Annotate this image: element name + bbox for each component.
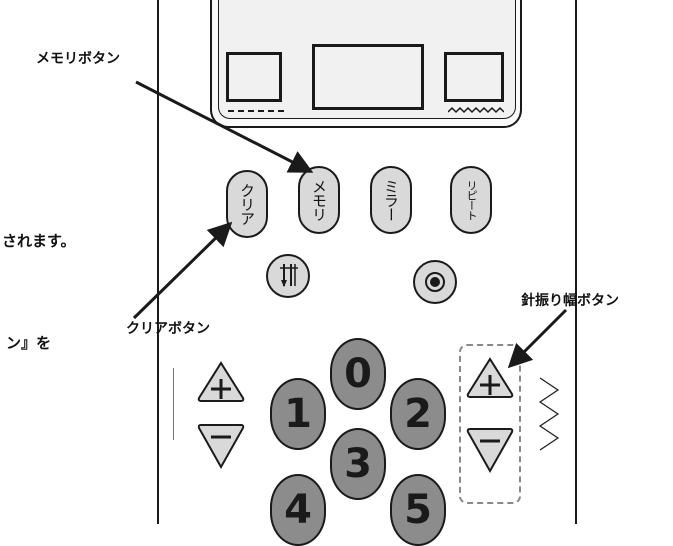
clear-button[interactable]: クリア — [226, 170, 268, 238]
length-minus-button[interactable] — [196, 422, 246, 470]
needle-icon — [280, 264, 298, 287]
side-text-line1: されます。 — [2, 232, 76, 250]
width-minus-button[interactable] — [465, 426, 515, 474]
repeat-button[interactable]: リピート — [450, 166, 492, 234]
needle-button[interactable] — [266, 254, 310, 298]
memory-button-label: メモリ — [310, 179, 328, 221]
length-plus-button[interactable] — [196, 360, 246, 404]
side-text-line2: ン』を — [6, 334, 52, 352]
lcd-center-box — [312, 44, 424, 110]
repeat-button-label: リピート — [465, 180, 478, 220]
panel-left-edge — [157, 0, 159, 524]
zigzag-icon — [448, 106, 504, 114]
record-icon — [425, 272, 445, 292]
number-key-0[interactable]: 0 — [330, 338, 386, 410]
width-arrow — [507, 308, 568, 369]
width-buttons-highlight — [459, 344, 521, 504]
clear-arrow — [132, 221, 233, 320]
memory-button-callout: メモリボタン — [36, 51, 120, 67]
mirror-button[interactable]: ミラー — [370, 166, 412, 234]
lcd-screen — [210, 0, 522, 128]
mirror-button-label: ミラー — [382, 179, 400, 221]
lcd-right-box — [444, 52, 504, 102]
number-key-2[interactable]: 2 — [390, 378, 446, 450]
width-button-callout: 針振り幅ボタン — [521, 293, 619, 309]
memory-button[interactable]: メモリ — [298, 166, 340, 234]
panel-right-edge — [575, 0, 577, 524]
memory-arrow — [135, 80, 314, 173]
width-plus-button[interactable] — [465, 356, 515, 400]
length-indicator-line — [173, 368, 174, 440]
number-key-3[interactable]: 3 — [330, 428, 386, 500]
lcd-dashes — [228, 110, 284, 112]
number-key-1[interactable]: 1 — [270, 378, 326, 450]
zigzag-width-icon — [538, 377, 560, 451]
clear-button-label: クリア — [238, 183, 256, 225]
lcd-left-box — [226, 52, 282, 102]
clear-button-callout: クリアボタン — [126, 321, 210, 337]
start-stop-button[interactable] — [413, 260, 457, 304]
callout-arrows — [132, 80, 568, 369]
